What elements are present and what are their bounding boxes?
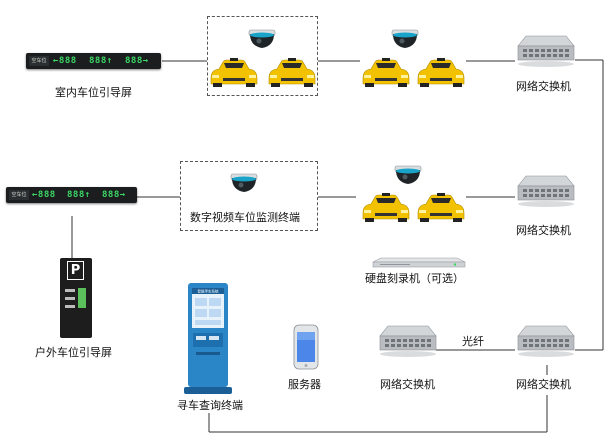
camera-icon [391, 29, 419, 49]
guidance-screen-logo: 空车位 [29, 56, 49, 66]
indoor-screen-label: 室内车位引导屏 [55, 86, 132, 99]
kiosk-header-text: 智能寻车系统 [198, 289, 219, 294]
dvr-label: 硬盘刻录机（可选） [365, 272, 464, 285]
guidance-up-count: 888↑ [67, 190, 91, 200]
guidance-screen-logo: 空车位 [9, 190, 29, 200]
guidance-left-count: ←888 [32, 190, 56, 200]
switch-1-label: 网络交换机 [516, 80, 571, 93]
camera-icon [394, 165, 422, 185]
switch-icon [517, 175, 575, 208]
video-terminal-box [180, 161, 318, 231]
car-icon [417, 57, 465, 88]
outdoor-guidance-screen: 空车位 ←888 888↑ 888→ [6, 187, 137, 203]
kiosk-icon: 智能寻车系统 [184, 283, 232, 394]
outdoor-screen-label: 户外车位引导屏 [35, 346, 112, 359]
guidance-up-count: 888↑ [89, 56, 113, 66]
switch-icon [517, 35, 575, 68]
parking-sign-icon: P [60, 258, 92, 338]
server-icon [293, 324, 319, 370]
server-label: 服务器 [288, 378, 321, 391]
fiber-label: 光纤 [462, 335, 484, 348]
video-terminal-label: 数字视频车位监测终端 [190, 211, 300, 224]
switch-2-label: 网络交换机 [516, 224, 571, 237]
car-icon [362, 192, 410, 223]
switch-4-label: 网络交换机 [516, 378, 571, 391]
guidance-right-count: 888→ [102, 190, 126, 200]
dvr-icon [372, 257, 466, 268]
switch-icon [517, 325, 575, 358]
parking-p-letter: P [67, 261, 84, 280]
guidance-left-count: ←888 [53, 56, 77, 66]
car-icon [362, 57, 410, 88]
switch-icon [379, 325, 437, 358]
guidance-right-count: 888→ [125, 56, 149, 66]
query-terminal-label: 寻车查询终端 [177, 399, 243, 412]
indoor-guidance-screen: 空车位 ←888 888↑ 888→ [26, 53, 161, 69]
car-icon [417, 192, 465, 223]
switch-3-label: 网络交换机 [380, 378, 435, 391]
camera-group-box [207, 16, 318, 96]
